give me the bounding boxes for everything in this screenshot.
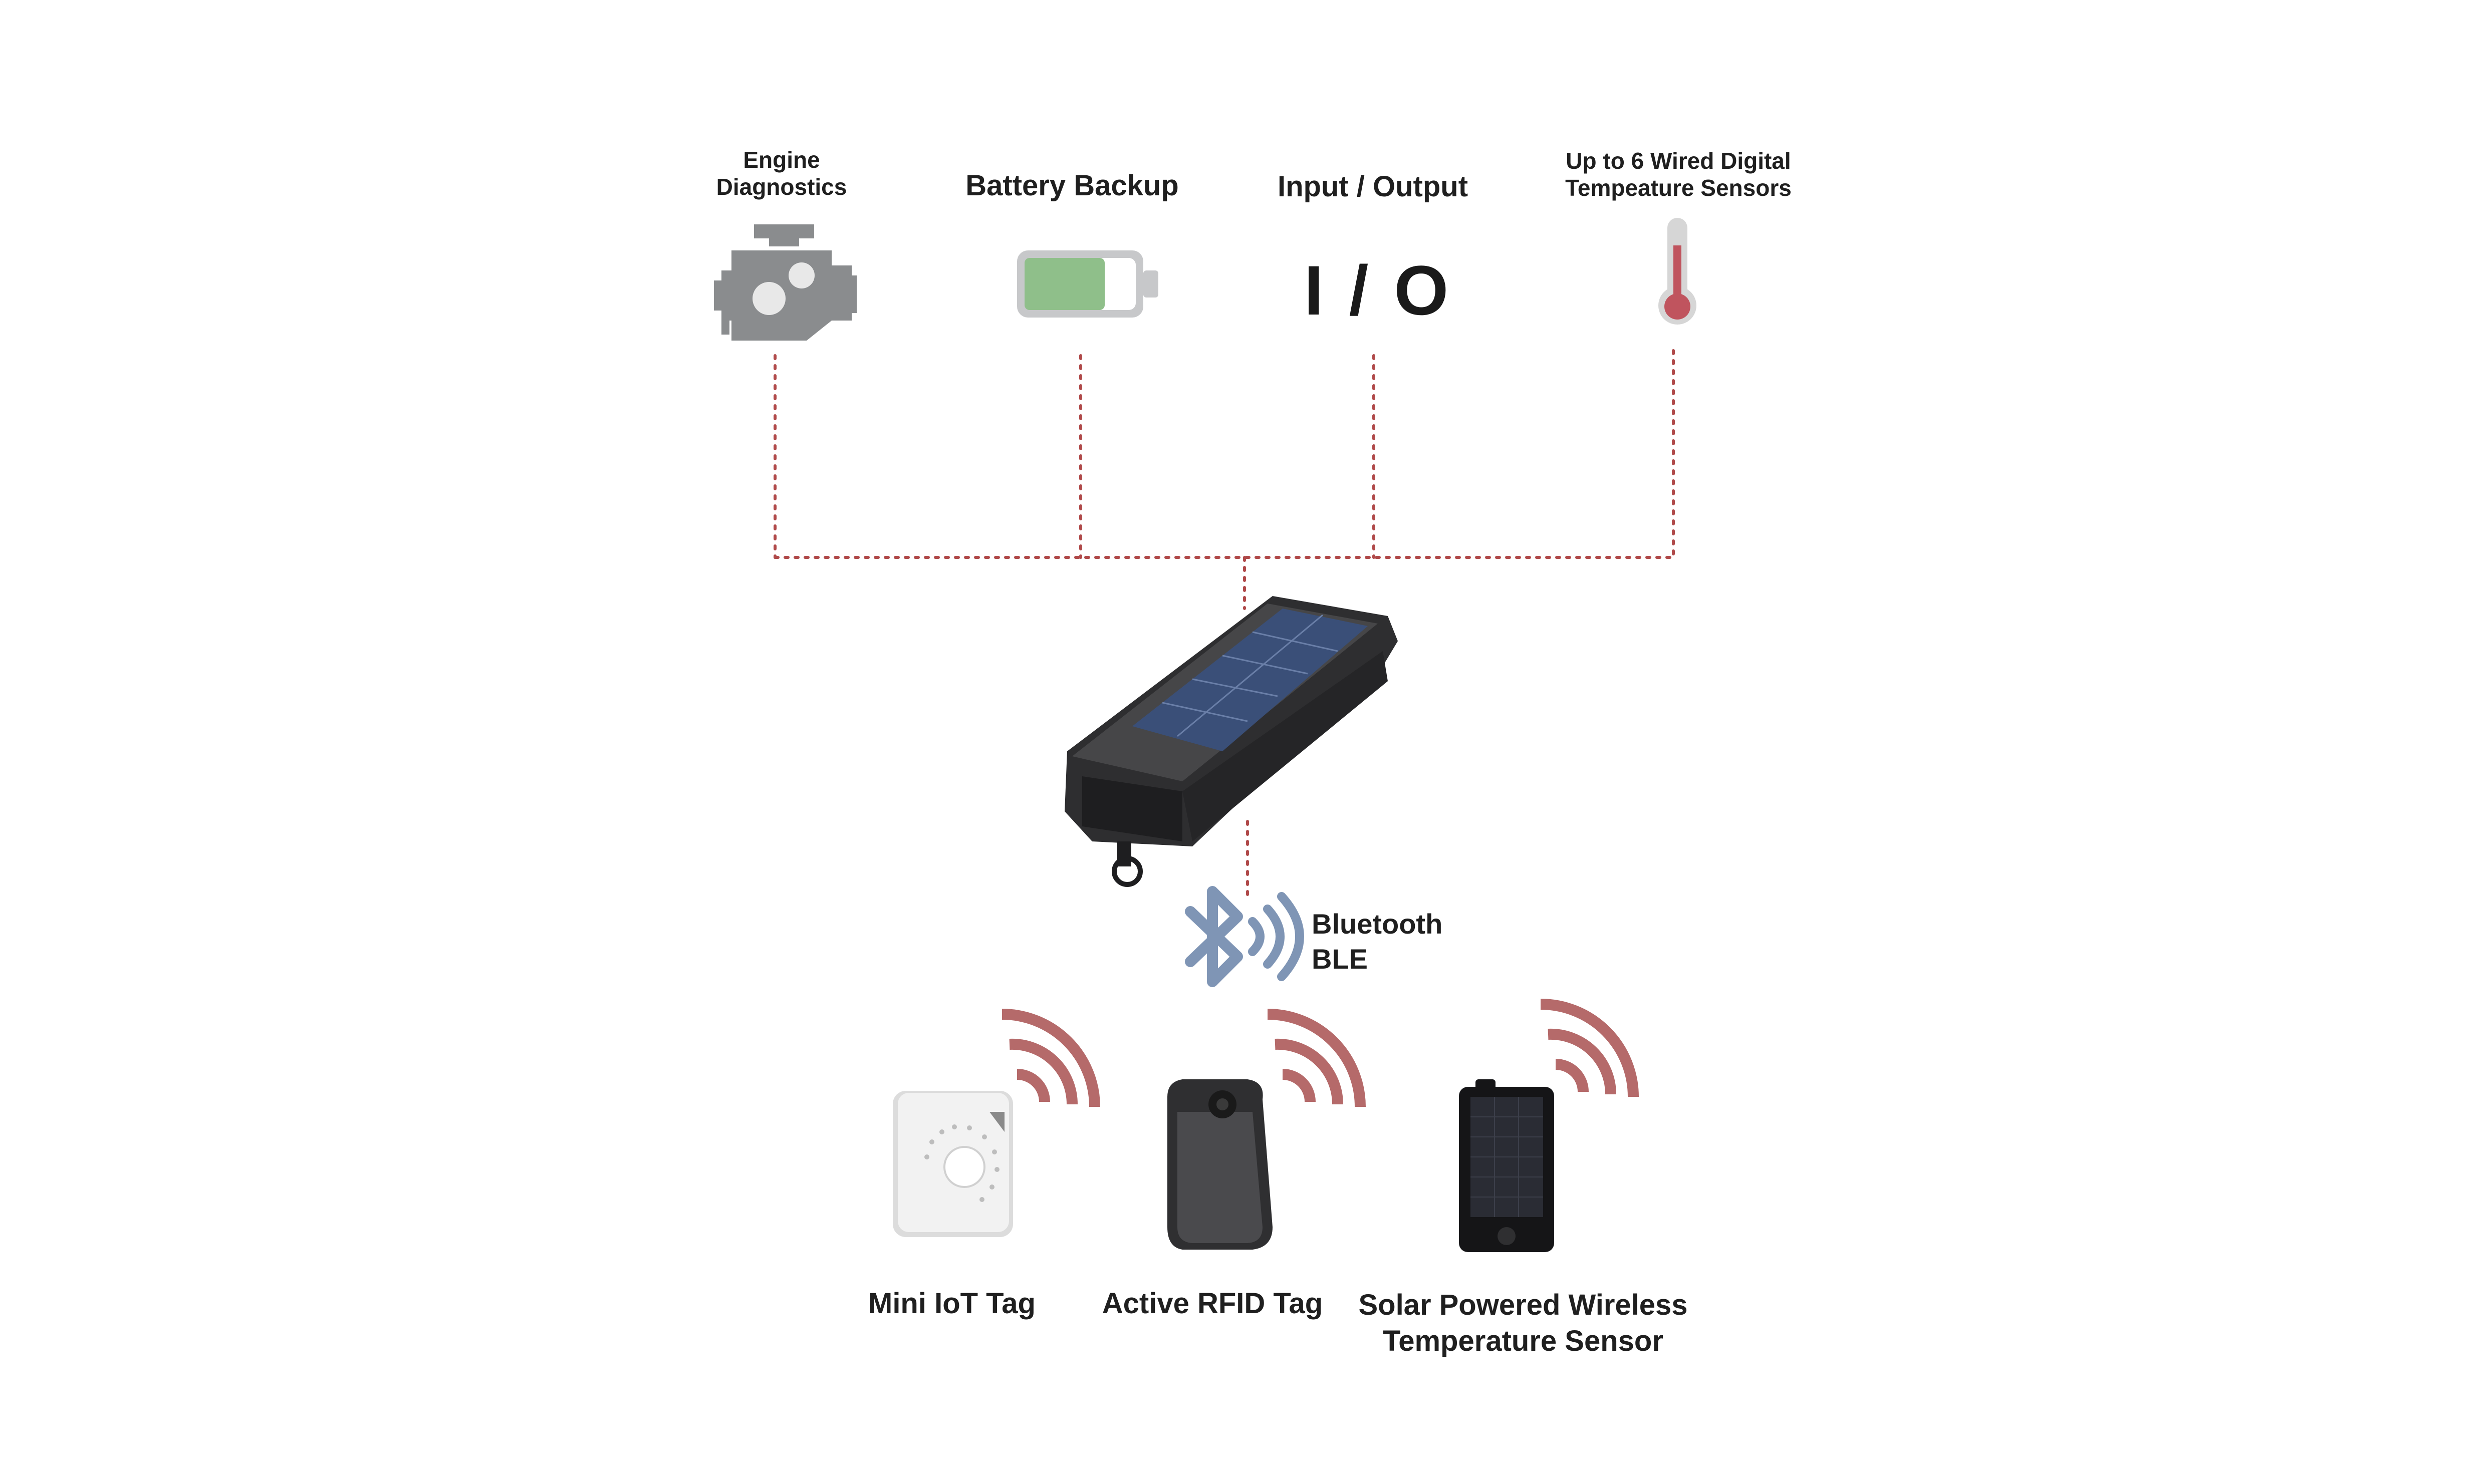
rfid-tag-icon [1167,1079,1273,1250]
battery-icon [1017,250,1158,318]
engine-label-line1: Engine [743,147,820,173]
active-rfid-tag-label: Active RFID Tag [1102,1287,1323,1320]
solar-temperature-sensor-label: Solar Powered Wireless Temperature Senso… [1328,1287,1718,1359]
solar-label-line1: Solar Powered Wireless [1358,1289,1688,1321]
input-output-label: Input / Output [1277,170,1468,203]
temp-label-line2: Tempeature Sensors [1565,175,1792,201]
wireless-signal-icon-1 [1002,1009,1100,1107]
solar-tracker-device-icon [1065,596,1398,887]
wireless-signal-icon-2 [1267,1009,1366,1107]
bluetooth-label-line1: Bluetooth [1312,908,1443,940]
thermometer-icon [1658,218,1696,325]
wireless-signal-icon-3 [1540,999,1639,1097]
solar-label-line2: Temperature Sensor [1383,1325,1663,1357]
bluetooth-label: Bluetooth BLE [1312,907,1472,977]
connector-lines [774,349,1675,903]
mini-iot-tag-icon [893,1091,1013,1237]
mini-iot-tag-label: Mini IoT Tag [868,1287,1036,1320]
engine-label-line2: Diagnostics [716,174,847,200]
temperature-sensors-label: Up to 6 Wired Digital Tempeature Sensors [1533,147,1824,201]
temp-label-line1: Up to 6 Wired Digital [1566,148,1791,174]
solar-temperature-sensor-icon [1459,1079,1554,1252]
input-output-glyph: I / O [1304,251,1452,330]
battery-backup-label: Battery Backup [965,169,1179,202]
engine-diagnostics-label: Engine Diagnostics [691,146,872,200]
engine-icon [714,224,857,341]
bluetooth-label-line2: BLE [1312,943,1368,975]
bluetooth-icon [1185,886,1304,987]
